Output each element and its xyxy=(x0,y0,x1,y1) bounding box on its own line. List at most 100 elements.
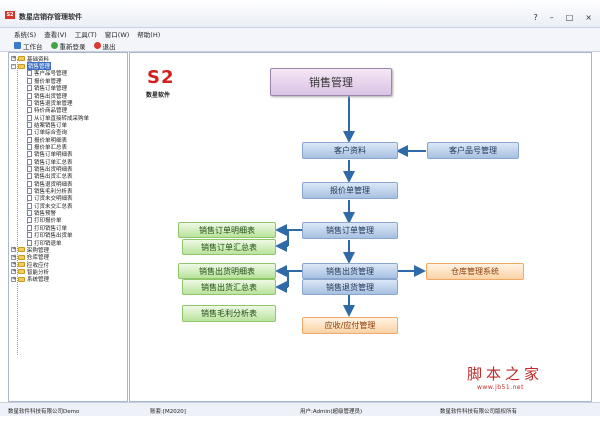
folder-icon xyxy=(18,247,25,253)
expand-icon[interactable]: + xyxy=(11,261,17,268)
tree-item-label: 销售退货明细表 xyxy=(34,181,73,188)
menu-system[interactable]: 系统(S) xyxy=(14,31,37,39)
customer-part-no-box[interactable]: 客户品号管理 xyxy=(427,142,519,159)
document-icon xyxy=(27,92,32,99)
help-button[interactable]: ? xyxy=(533,13,538,22)
document-icon xyxy=(27,173,32,180)
document-icon xyxy=(27,107,32,114)
tree-leaf[interactable]: 客户品号管理 xyxy=(27,70,68,78)
expand-icon[interactable]: + xyxy=(11,268,17,275)
tree-leaf[interactable]: 销售订单汇总表 xyxy=(27,158,73,166)
ship-summary-box[interactable]: 销售出货汇总表 xyxy=(182,279,276,295)
document-icon xyxy=(27,217,32,224)
exit-icon xyxy=(93,42,101,49)
document-icon xyxy=(27,129,32,136)
workbench-button[interactable]: 工作台 xyxy=(14,41,43,51)
tree-leaf[interactable]: 报价单汇总表 xyxy=(27,143,67,151)
tree-leaf[interactable]: 打印报价单 xyxy=(27,217,62,225)
tree-folder[interactable]: + 系统管理 xyxy=(11,275,50,284)
nav-tree[interactable]: +基础资料-销售管理客户品号管理报价单管理销售订单管理销售出货管理销售退货单管理… xyxy=(8,52,128,402)
window-title: 数星店销存管理软件 xyxy=(19,13,82,21)
tree-leaf[interactable]: 销售预警 xyxy=(27,209,56,217)
tree-folder[interactable]: +采购管理 xyxy=(11,246,49,254)
tree-leaf[interactable]: 销售出货明细表 xyxy=(27,165,73,173)
tree-item-label: 特价商品管理 xyxy=(34,108,68,115)
expand-icon[interactable]: + xyxy=(11,55,17,62)
window-controls: ? – □ × xyxy=(533,13,592,22)
tree-leaf[interactable]: 打印销退单 xyxy=(27,239,62,247)
shipment-box[interactable]: 销售出货管理 xyxy=(302,263,398,279)
document-icon xyxy=(27,77,32,84)
tree-folder[interactable]: +应收应付 xyxy=(11,261,49,269)
relogin-label: 重新登录 xyxy=(59,42,86,51)
maximize-button[interactable]: □ xyxy=(565,13,574,22)
tree-folder[interactable]: -销售管理 xyxy=(11,62,52,71)
close-button[interactable]: × xyxy=(585,13,592,22)
tree-guide-line xyxy=(17,59,18,355)
status-copyright: 数星软件科技有限公司版权所有 xyxy=(440,409,518,415)
tree-item-label: 仓库管理 xyxy=(27,255,50,262)
tree-item-label: 订货未交明细表 xyxy=(34,196,73,203)
return-box[interactable]: 销售退货管理 xyxy=(302,279,398,295)
title-bar: S2 数星店销存管理软件 ? – □ × xyxy=(0,0,600,28)
tree-leaf[interactable]: 订货未交汇总表 xyxy=(27,202,73,210)
tree-leaf[interactable]: 销售出货管理 xyxy=(27,92,67,100)
tree-item-label: 打印报价单 xyxy=(34,218,62,225)
expand-icon[interactable]: + xyxy=(11,275,17,282)
tree-leaf[interactable]: 订单综合查询 xyxy=(27,129,67,136)
tree-leaf[interactable]: 订货未交明细表 xyxy=(27,195,73,203)
app-icon: S2 xyxy=(5,11,15,19)
tree-leaf[interactable]: 报价单管理 xyxy=(27,77,62,85)
tree-leaf[interactable]: 从订单直接转成采购单 xyxy=(27,114,89,122)
menu-tools[interactable]: 工具(T) xyxy=(74,31,97,39)
order-summary-box[interactable]: 销售订单汇总表 xyxy=(182,239,276,255)
document-icon xyxy=(27,195,32,202)
tree-leaf[interactable]: 销售毛利分析表 xyxy=(27,187,73,195)
ship-detail-box[interactable]: 销售出货明细表 xyxy=(178,263,276,279)
tree-leaf[interactable]: 结案销售订单 xyxy=(27,121,67,129)
tree-leaf[interactable]: 销售订单管理 xyxy=(27,84,67,92)
status-user: 用户:Admin(超级管理员) xyxy=(300,409,363,415)
relogin-button[interactable]: 重新登录 xyxy=(50,41,86,51)
document-icon xyxy=(27,85,32,92)
tree-leaf[interactable]: 销售退货明细表 xyxy=(27,180,73,188)
tree-leaf[interactable]: 销售订单明细表 xyxy=(27,151,73,159)
tree-leaf[interactable]: 打印销售出货单 xyxy=(27,231,73,239)
collapse-icon[interactable]: - xyxy=(11,62,16,69)
tree-item-label: 销售预警 xyxy=(34,211,57,218)
minimize-button[interactable]: – xyxy=(549,13,554,22)
warehouse-box[interactable]: 仓库管理系统 xyxy=(426,263,524,280)
flow-panel: S2 数星软件 销售管理 客户资料 客户品号管理 报价单管理 销售订单管理 销售… xyxy=(129,52,592,402)
order-detail-box[interactable]: 销售订单明细表 xyxy=(178,222,276,238)
tree-item-label: 系统管理 xyxy=(27,277,50,284)
expand-icon[interactable]: + xyxy=(11,246,17,253)
quote-box[interactable]: 报价单管理 xyxy=(302,182,398,199)
tree-folder[interactable]: + 仓库管理 xyxy=(11,253,49,261)
watermark: 脚本之家 www.jb51.net xyxy=(467,363,543,391)
sales-order-box[interactable]: 销售订单管理 xyxy=(302,222,398,239)
tree-leaf[interactable]: 报价单明细表 xyxy=(27,136,67,144)
expand-icon[interactable]: + xyxy=(11,253,17,260)
exit-label: 退出 xyxy=(102,42,116,51)
menu-window[interactable]: 窗口(W) xyxy=(104,31,130,39)
logo-name: 数星软件 xyxy=(146,92,171,99)
tree-item-label: 客户品号管理 xyxy=(34,71,68,78)
menu-view[interactable]: 查看(V) xyxy=(44,31,67,39)
tree-item-label: 报价单汇总表 xyxy=(34,144,68,151)
ar-ap-box[interactable]: 应收/应付管理 xyxy=(302,317,398,334)
exit-button[interactable]: 退出 xyxy=(93,41,116,51)
tree-folder[interactable]: +基础资料 xyxy=(11,55,49,63)
tree-leaf[interactable]: 销售退货单管理 xyxy=(27,99,73,107)
tree-leaf[interactable]: 特价商品管理 xyxy=(27,106,67,114)
document-icon xyxy=(27,121,32,128)
tree-leaf[interactable]: 打印销售订单 xyxy=(27,224,67,232)
tree-folder[interactable]: +智能分析 xyxy=(11,268,49,276)
menu-help[interactable]: 帮助(H) xyxy=(137,31,161,39)
tree-item-label: 销售订单明细表 xyxy=(34,152,73,159)
customer-data-box[interactable]: 客户资料 xyxy=(302,142,398,159)
document-icon xyxy=(27,180,32,187)
tree-leaf[interactable]: 销售出货汇总表 xyxy=(27,173,73,180)
document-icon xyxy=(27,166,32,172)
margin-box[interactable]: 销售毛利分析表 xyxy=(182,305,276,322)
tree-item-label: 销售退货单管理 xyxy=(34,100,73,107)
